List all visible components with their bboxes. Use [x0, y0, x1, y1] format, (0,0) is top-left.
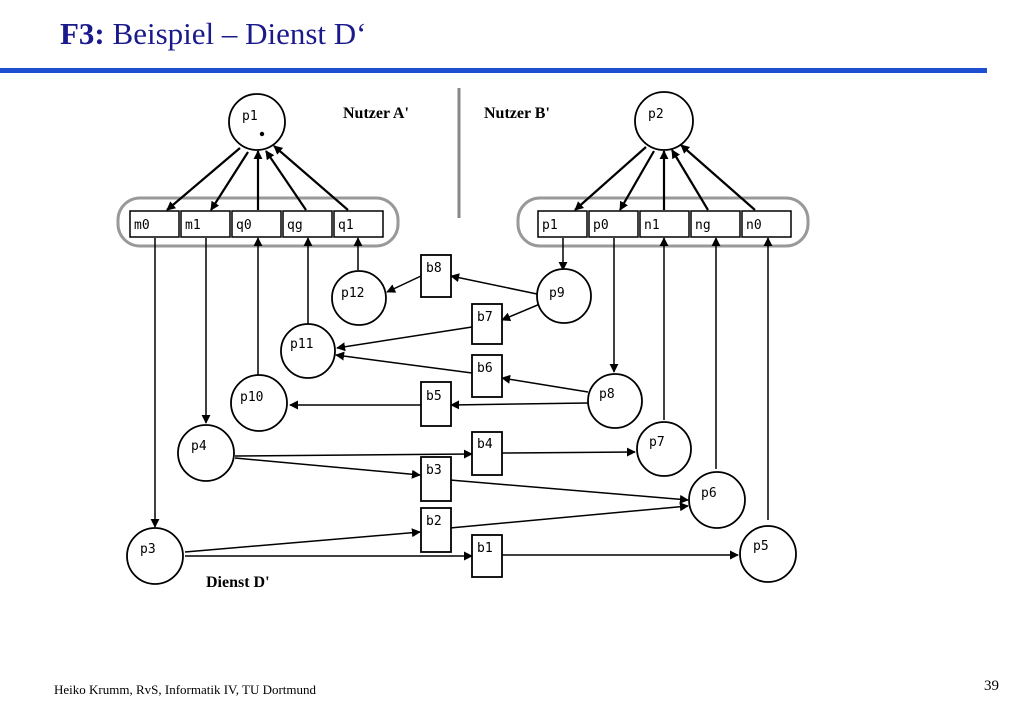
footer-text: Heiko Krumm, RvS, Informatik IV, TU Dort… [54, 682, 317, 697]
arrow-b6-p11 [335, 351, 473, 374]
arrow-p8-b6 [501, 374, 589, 393]
port-q1 [333, 210, 384, 238]
p1-token [259, 131, 265, 137]
node-label-p12: p12 [341, 286, 364, 301]
node-p11 [280, 323, 336, 379]
buffer-label-b7: b7 [477, 310, 493, 325]
title-rule [0, 68, 987, 73]
arrow-n0-p2 [680, 144, 756, 211]
buffer-b2 [420, 507, 452, 553]
port-m0 [129, 210, 180, 238]
port-label-m1: m1 [185, 218, 201, 233]
arrow-b8-p12 [386, 275, 422, 293]
port-label-n0: n0 [746, 218, 762, 233]
arrow-p4-b3 [234, 457, 421, 479]
slide-title: F3: Beispiel – Dienst D‘ [60, 16, 367, 52]
node-p4 [177, 424, 235, 482]
node-p2 [634, 91, 694, 151]
buffer-b7 [471, 303, 503, 345]
node-label-p11: p11 [290, 337, 313, 352]
port-n0 [741, 210, 792, 238]
arrow-b2-p6 [449, 502, 689, 529]
port-m1 [180, 210, 231, 238]
page-number: 39 [984, 678, 999, 694]
arrow-p4-b4 [234, 449, 473, 459]
port-label-q0: q0 [236, 218, 252, 233]
port-ng [690, 210, 741, 238]
arrow-qg-p1 [265, 150, 307, 211]
port-q0 [231, 210, 282, 238]
node-p1 [228, 93, 286, 151]
node-p10 [230, 374, 288, 432]
arrow-p9-b7 [501, 303, 541, 322]
buffer-label-b5: b5 [426, 389, 442, 404]
node-label-p7: p7 [649, 435, 665, 450]
port-label-p0: p0 [593, 218, 609, 233]
buffer-b6 [471, 354, 503, 398]
title-prefix: F3: [60, 16, 105, 51]
arrow-p1-m1 [210, 151, 249, 211]
buffer-label-b1: b1 [477, 541, 493, 556]
arrow-p9-b8 [450, 273, 538, 295]
port-label-m0: m0 [134, 218, 150, 233]
arrow-b4-p7 [501, 447, 636, 457]
arrow-p2-p1port [574, 146, 647, 211]
node-p7 [636, 421, 692, 477]
port-label-ng: ng [695, 218, 711, 233]
arrow-b7-p11 [336, 326, 473, 352]
buffer-b4 [471, 431, 503, 476]
node-label-p4: p4 [191, 439, 207, 454]
buffer-label-b6: b6 [477, 361, 493, 376]
node-label-p3: p3 [140, 542, 156, 557]
port-label-p1: p1 [542, 218, 558, 233]
port-label-n1: n1 [644, 218, 660, 233]
node-label-p8: p8 [599, 387, 615, 402]
node-label-p2: p2 [648, 107, 664, 122]
arrow-b3-p6 [449, 479, 689, 504]
port-n1 [639, 210, 690, 238]
heading-user-a: Nutzer A' [343, 105, 409, 122]
node-p5 [739, 525, 797, 583]
title-text: Beispiel – Dienst D‘ [104, 16, 367, 51]
arrow-ng-p2 [671, 149, 709, 211]
buffer-b3 [420, 456, 452, 502]
arrow-p3-b2 [184, 528, 421, 553]
node-p6 [688, 471, 746, 529]
node-p12 [331, 270, 387, 326]
arrow-p1-m0 [166, 147, 241, 211]
port-p1 [537, 210, 588, 238]
port-label-q1: q1 [338, 218, 354, 233]
arrow-p8-b5 [450, 400, 589, 410]
port-qg [282, 210, 333, 238]
heading-service: Dienst D' [206, 574, 270, 591]
buffer-label-b3: b3 [426, 463, 442, 478]
buffer-label-b4: b4 [477, 437, 493, 452]
buffer-b5 [420, 381, 452, 427]
node-p8 [587, 373, 643, 429]
port-label-qg: qg [287, 218, 303, 233]
buffer-label-b2: b2 [426, 514, 442, 529]
buffer-b8 [420, 254, 452, 298]
node-label-p5: p5 [753, 539, 769, 554]
node-label-p6: p6 [701, 486, 717, 501]
node-p3 [126, 527, 184, 585]
arrow-p2-p0port [619, 150, 655, 211]
node-label-p9: p9 [549, 286, 565, 301]
buffer-label-b8: b8 [426, 261, 442, 276]
heading-user-b: Nutzer B' [484, 105, 550, 122]
buffer-b1 [471, 534, 503, 578]
node-label-p1: p1 [242, 109, 258, 124]
node-p9 [536, 268, 592, 324]
port-p0 [588, 210, 639, 238]
arrow-q1-p1 [273, 145, 349, 211]
node-label-p10: p10 [240, 390, 263, 405]
